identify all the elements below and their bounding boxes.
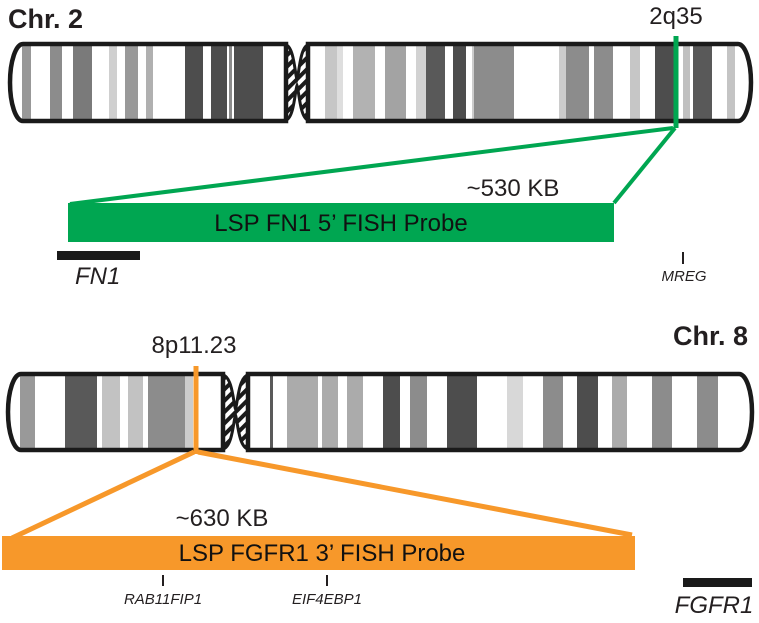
chromosome-band [543,374,563,450]
chr2-callout-line-left [69,126,674,206]
fgfr1-gene-label: FGFR1 [675,592,754,619]
chromosome-band [185,374,193,450]
chromosome-band [447,374,477,450]
chromosome-band [416,44,426,121]
chromosome-band [693,44,712,121]
chromosome-band [322,374,338,450]
chr8-gene-markers: RAB11FIP1 EIF4EBP1 FGFR1 [124,575,753,619]
centromere [284,43,310,122]
chr8-callout-line-left [10,449,196,541]
chr8-probe-size-label: ~630 KB [176,505,269,532]
chromosome-band [426,44,445,121]
chr8-probe-box [2,536,635,570]
chromosome-band [559,44,566,121]
chromosome-outline [7,41,289,124]
chromosome-band [727,44,735,121]
chromosome-bands [22,44,735,121]
mreg-gene-label: MREG [662,268,707,285]
chromosome-band [102,374,120,450]
chr2-locus-label: 2q35 [649,3,702,30]
chromosome-outline [245,371,755,453]
chr8-probe-callout: ~630 KB LSP FGFR1 3’ FISH Probe [2,366,635,570]
chromosome-band [697,374,718,450]
chromosome-band [507,374,523,450]
chromosome-band [50,44,62,121]
chr2-probe-label: LSP FN1 5’ FISH Probe [214,210,467,237]
chromosome-band [234,44,263,121]
chromosome-band [270,374,273,450]
chr2-probe-box [68,203,614,242]
chromosome-band [594,44,613,121]
chromosome-band [347,374,363,450]
chr8-locus-label: 8p11.23 [152,332,237,359]
chromosome-band [577,374,598,450]
chromosome-band [383,374,400,450]
chromosome-band [630,44,640,121]
chromosome-band [410,374,427,450]
chromosome-band [683,44,690,121]
centromere [221,373,250,451]
chr8-ideogram [5,371,755,453]
chromosome-band [385,44,406,121]
chromosome-outline [5,371,226,453]
chr2-ideogram [7,41,754,124]
chromosome-band [229,44,232,121]
chr8-probe-label: LSP FGFR1 3’ FISH Probe [179,540,466,567]
chromosome-band [453,44,466,121]
fgfr1-gene-bar [683,578,752,587]
chromosome-band [287,374,318,450]
chromosome-band [65,374,97,450]
chromosome-band [20,374,35,450]
chr2-probe-size-label: ~530 KB [467,175,560,202]
chromosome-band [109,44,117,121]
chr8-callout-line-right [197,449,633,538]
chromosome-band [73,44,92,121]
chromosome-band [185,44,203,121]
chromosome-band [612,374,627,450]
chromosome-band [353,44,375,121]
chr2-probe-callout: ~530 KB LSP FN1 5’ FISH Probe [68,36,679,242]
chr2-title: Chr. 2 [8,4,83,34]
chromosome-band [566,44,589,121]
chromosome-band [474,44,514,121]
chromosome-band [125,44,138,121]
chromosome-band [211,44,227,121]
chromosome-band [146,44,153,121]
eif4ebp1-gene-label: EIF4EBP1 [292,591,362,608]
chr2-gene-markers: FN1 MREG [57,251,707,290]
chromosome-outline [305,41,754,124]
chr8-title: Chr. 8 [673,321,748,351]
chromosome-band [128,374,143,450]
chromosome-band [22,44,31,121]
fn1-gene-label: FN1 [75,263,120,290]
fn1-gene-bar [57,251,140,260]
chromosome-band [325,44,337,121]
rab11fip1-gene-label: RAB11FIP1 [124,591,202,608]
chromosome-bands [20,374,718,450]
chromosome-band [652,374,672,450]
chromosome-band [148,374,185,450]
chromosome-band [472,44,474,121]
chr2-callout-line-right [612,126,677,205]
chromosome-band [337,44,343,121]
chromosome-band [655,44,675,121]
